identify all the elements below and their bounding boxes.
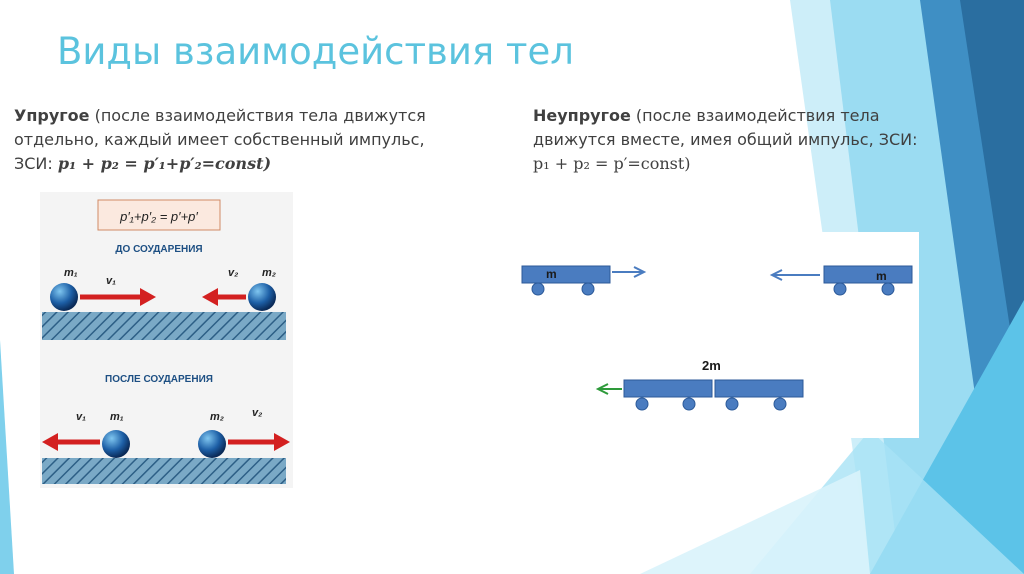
cart-combined-right (714, 379, 804, 398)
m2-label-before: m₂ (262, 267, 276, 279)
cart-combined-left (623, 379, 713, 398)
inelastic-text: (после взаимодействия тела движутся вмес… (533, 106, 918, 149)
ball-m2-after (198, 430, 226, 458)
ball-m2-before (248, 283, 276, 311)
cart-left (521, 265, 611, 284)
cart-right (823, 265, 913, 284)
inelastic-description: Неупругое (после взаимодействия тела дви… (533, 104, 963, 176)
v2-label-after: v₂ (252, 407, 262, 419)
inelastic-collision-figure: m m 2m (512, 232, 919, 438)
v2-label-before: v₂ (228, 267, 238, 279)
v1-label-before: v₁ (106, 275, 116, 287)
before-collision-label: ДО СОУДАРЕНИЯ (115, 244, 202, 255)
inelastic-formula: p₁ + p₂ = p′=const) (533, 154, 691, 173)
after-collision-label: ПОСЛЕ СОУДАРЕНИЯ (105, 374, 213, 385)
v1-label-after: v₁ (76, 411, 86, 423)
surface-after (42, 458, 286, 484)
ball-m1-before (50, 283, 78, 311)
elastic-heading: Упругое (14, 106, 90, 125)
elastic-collision-figure: p′₁+p′₂ = p′+p′ ДО СОУДАРЕНИЯ m₁ v₁ v₂ m… (40, 192, 293, 488)
elastic-description: Упругое (после взаимодействия тела движу… (14, 104, 474, 176)
surface-before (42, 312, 286, 340)
m1-label-before: m₁ (64, 267, 78, 279)
slide-title: Виды взаимодействия тел (57, 30, 574, 73)
elastic-text: (после взаимодействия тела движутся отде… (14, 106, 426, 149)
cart-left-mass: m (546, 267, 557, 281)
m1-label-after: m₁ (110, 411, 124, 423)
elastic-formula: p₁ + p₂ = p′₁+p′₂=const) (57, 154, 272, 173)
ball-m1-after (102, 430, 130, 458)
m2-label-after: m₂ (210, 411, 224, 423)
elastic-law-label: ЗСИ: (14, 154, 53, 173)
inelastic-heading: Неупругое (533, 106, 631, 125)
combined-mass: 2m (702, 358, 721, 373)
cart-right-mass: m (876, 269, 887, 283)
elastic-figure-formula: p′₁+p′₂ = p′+p′ (119, 209, 198, 224)
